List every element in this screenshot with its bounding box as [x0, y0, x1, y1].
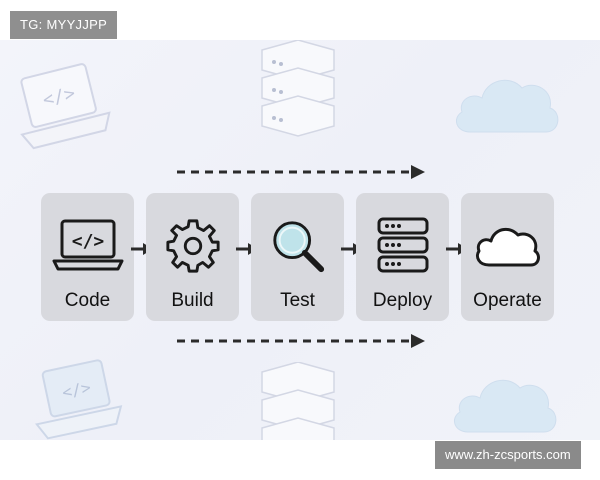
stage-code: </> Code [41, 193, 134, 321]
server-rack-icon [377, 217, 428, 273]
watermark-top-left: TG: MYYJJPP [10, 11, 118, 39]
background-cloud-icon [455, 79, 559, 133]
stage-test: Test [251, 193, 344, 321]
stage-build: Build [146, 193, 239, 321]
background-server-icon [261, 362, 335, 440]
svg-text:</>: </> [71, 231, 104, 252]
magnifier-icon [272, 221, 324, 273]
background-laptop-icon: </> [20, 63, 111, 150]
watermark-bottom-right: www.zh-zcsports.com [435, 441, 581, 469]
top-dashed-arrow [177, 165, 425, 179]
background-laptop-icon: </> [34, 359, 123, 440]
background-cloud-icon [453, 379, 557, 433]
laptop-code-icon: </> [52, 219, 123, 271]
stage-label: Test [280, 290, 315, 311]
stage-label: Build [171, 290, 214, 311]
stage-label: Operate [473, 290, 542, 311]
stage-deploy: Deploy [356, 193, 449, 321]
bottom-dashed-arrow [177, 334, 425, 348]
stage-operate: Operate [461, 193, 554, 321]
stage-label: Code [64, 290, 111, 311]
cloud-icon [475, 227, 540, 267]
stage-label: Deploy [372, 290, 433, 311]
gear-icon [165, 219, 220, 273]
background-server-icon [261, 40, 335, 137]
